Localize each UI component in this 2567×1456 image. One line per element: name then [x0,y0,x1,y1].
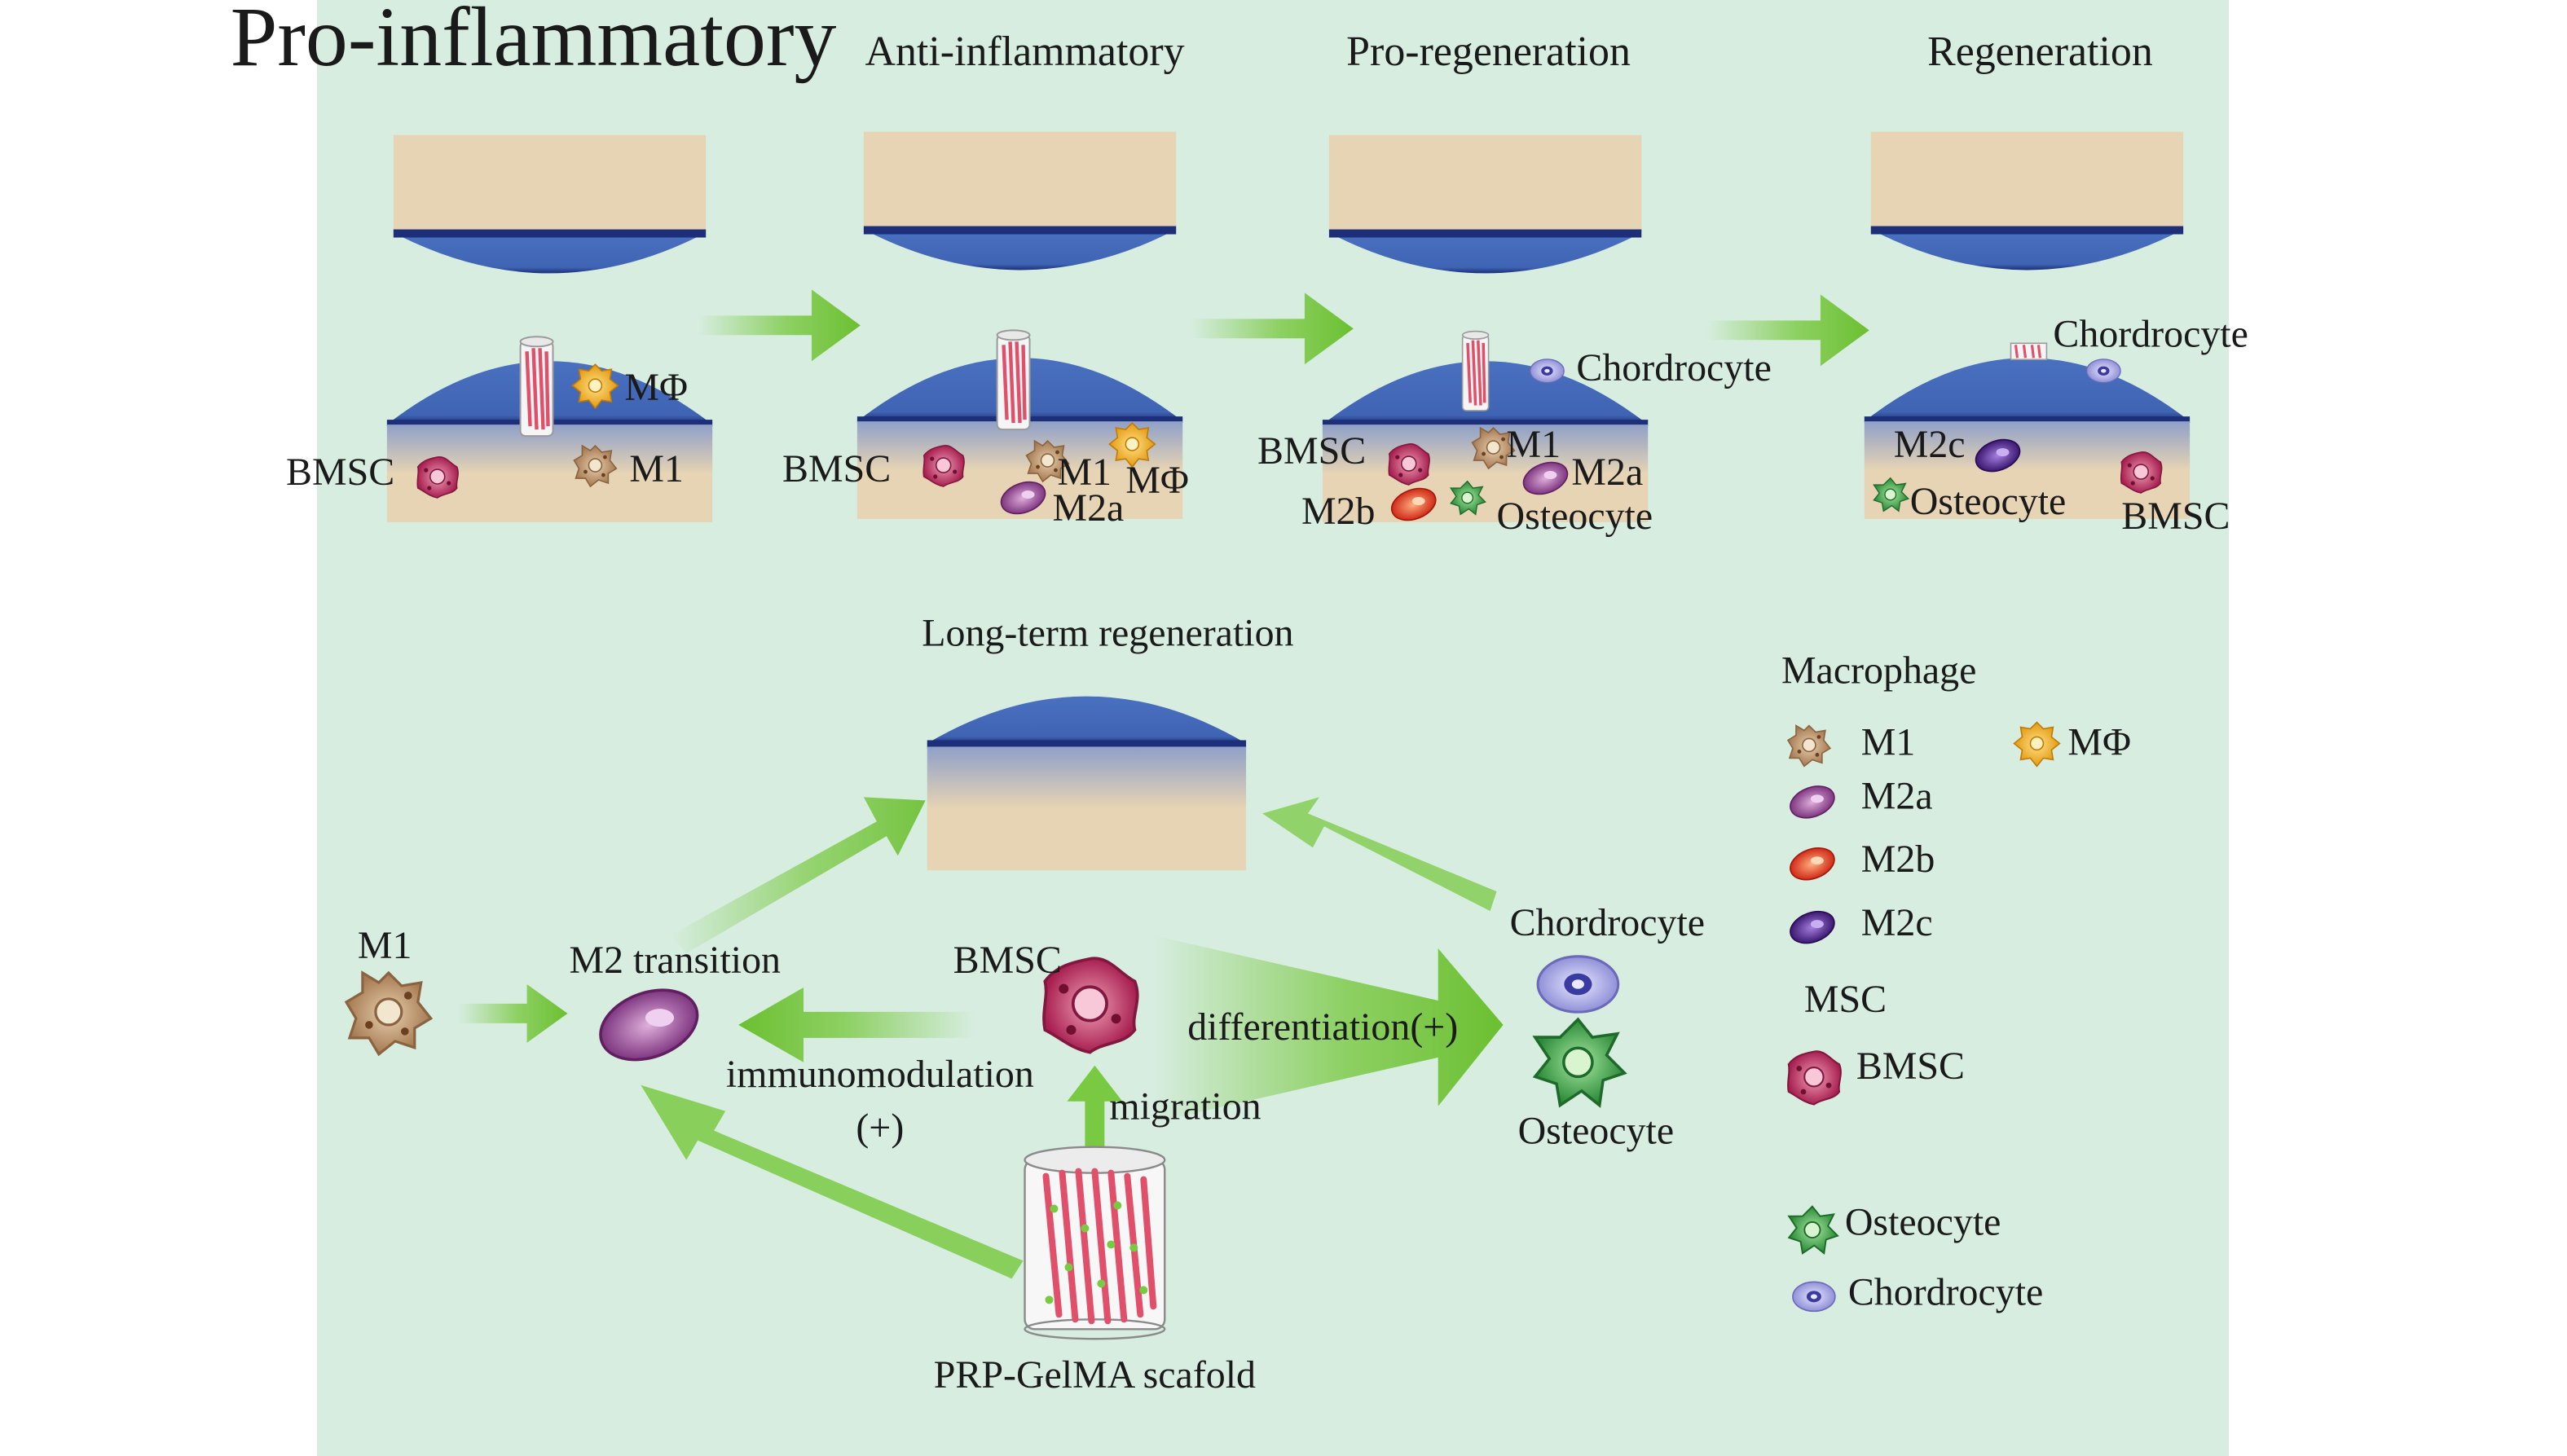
arrow-scaffold-migration [1067,1065,1123,1147]
mechanism-chordrocyte-label: Chordrocyte [1510,901,1705,944]
mechanism-m2-label: M2 transition [570,939,782,982]
differentiation-label: differentiation(+) [1187,1005,1458,1049]
legend-m2b-label: M2b [1861,838,1935,881]
stage-4-chordrocyte-label: Chordrocyte [2053,312,2248,355]
stage-3-chordrocyte-cell [1529,359,1565,384]
long-term-tissue [927,696,1247,871]
stage-4-m2c-label: M2c [1894,423,1966,466]
stage-1-mphi-label: MΦ [624,366,688,409]
stage-1-scaffold [521,337,553,436]
stage-title-anti-inflammatory: Anti-inflammatory [865,29,1184,75]
stage-2-m1-label: M1 [1057,451,1112,494]
stage-3-bmsc-cell [1388,442,1431,486]
stage-title-pro-regeneration: Pro-regeneration [1346,29,1631,75]
stage-3-m2a-label: M2a [1571,451,1643,494]
legend-msc-heading: MSC [1804,978,1887,1021]
stage-4-bmsc-label: BMSC [2121,495,2230,538]
prp-gelma-scaffold-label: PRP-GelMA scafold [934,1353,1256,1397]
legend-mphi-label: MΦ [2067,720,2131,763]
arrow-m1-to-m2 [458,983,568,1043]
stage-2-bmsc-label: BMSC [782,447,891,490]
stage-3-scaffold [1460,329,1490,412]
stage-3-m2b-label: M2b [1301,490,1376,533]
stage-title-regeneration: Regeneration [1927,29,2153,75]
arrow-cells-to-regeneration [1262,797,1497,912]
stage-4-bmsc-cell [2120,451,2163,494]
migration-label: migration [1109,1085,1261,1128]
prp-gelma-scaffold [1024,1146,1166,1340]
mechanism-m1-label: M1 [358,924,412,967]
stage-title-pro-inflammatory: Pro-inflammatory [231,0,837,84]
stage-2-mphi-label: MΦ [1125,459,1189,502]
arrow-bmsc-to-m2 [738,987,975,1062]
mechanism-osteocyte-label: Osteocyte [1518,1110,1675,1153]
stage-1-bmsc-label: BMSC [286,451,394,494]
legend-m1-label: M1 [1861,720,1916,763]
legend-m2c-label: M2c [1861,901,1933,944]
stage-4-scaffold-remnant [2010,342,2048,361]
legend-m2a-label: M2a [1861,774,1933,817]
stage-2-bmsc-cell [922,444,966,487]
legend-chordrocyte-label: Chordrocyte [1848,1270,2043,1313]
immunomodulation-label: immunomodulation [726,1053,1034,1096]
stage-3-chordrocyte-label: Chordrocyte [1576,346,1771,389]
stage-4-chordrocyte-cell [2085,359,2121,384]
legend-chordrocyte-swatch [1791,1281,1836,1313]
stage-3-osteocyte-label: Osteocyte [1497,495,1653,538]
legend-bmsc-swatch [1786,1049,1843,1106]
legend-macrophage-heading: Macrophage [1781,649,1976,693]
legend-bmsc-label: BMSC [1856,1045,1965,1088]
stage-2-scaffold [997,330,1030,429]
stage-1-m1-label: M1 [629,447,684,490]
stage-3-m1-label: M1 [1507,423,1561,466]
legend-osteocyte-label: Osteocyte [1845,1200,2001,1243]
mechanism-chordrocyte-cell [1536,954,1620,1014]
immunomodulation-sign: (+) [856,1106,904,1150]
arrow-differentiation [1153,935,1504,1123]
long-term-title: Long-term regeneration [922,612,1293,655]
legend: Macrophage M1 MΦ M2a M2b M2c MSC BMSC Os… [1781,649,2131,1314]
arrow-m2-to-regeneration [670,797,926,954]
arrow-scaffold-to-m2 [641,1084,1024,1279]
stage-1-mphi-cell [571,363,619,409]
stage-4-osteocyte-label: Osteocyte [1910,480,2067,523]
stage-1-bmsc-cell [416,455,460,499]
mechanism-bmsc-label: BMSC [953,939,1062,982]
stage-2-m2a-label: M2a [1052,486,1124,530]
stage-3-bmsc-label: BMSC [1257,429,1366,473]
legend-mphi-swatch [2013,721,2061,768]
